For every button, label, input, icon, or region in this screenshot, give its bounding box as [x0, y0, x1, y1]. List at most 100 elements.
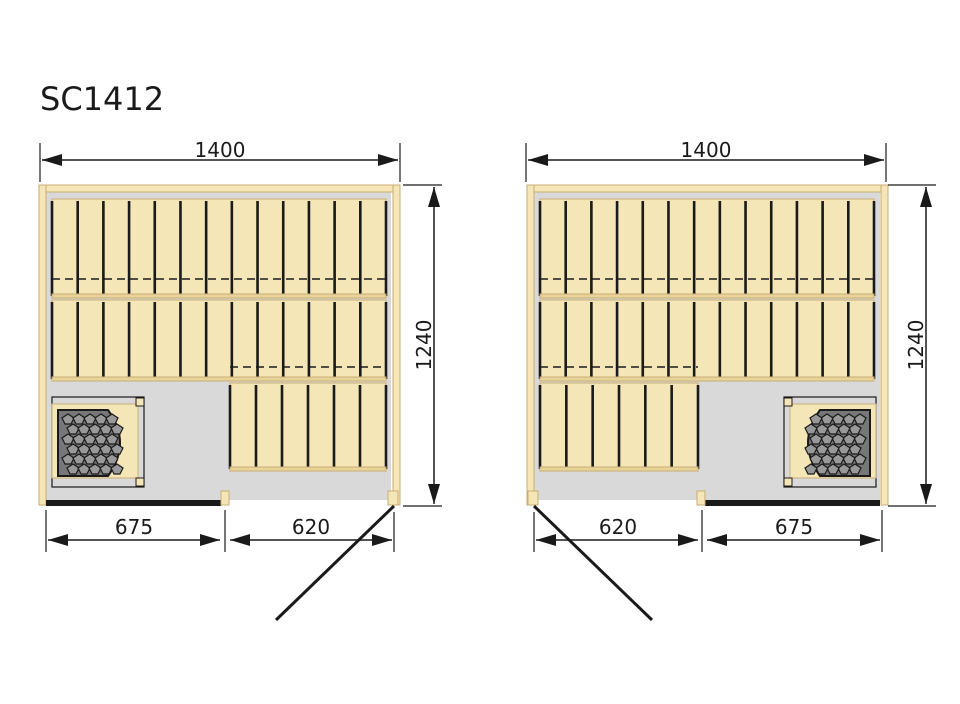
bench-slat-gap	[667, 302, 670, 379]
bench-slat-gap	[204, 201, 208, 296]
bench-slat-gap	[692, 302, 696, 379]
bench-slat-gap	[50, 201, 54, 296]
bench-slat-gap	[306, 385, 310, 469]
back-wall	[38, 184, 401, 193]
heater-stone	[72, 433, 86, 445]
bench-slat-gap	[359, 201, 362, 296]
bench-slat-gap	[281, 201, 285, 296]
door-leaf	[274, 504, 396, 622]
heater-stone	[110, 443, 124, 455]
heater-stone	[809, 433, 823, 445]
bench-slat-gap	[384, 302, 388, 379]
segment-dimension-label-left: 675	[115, 515, 153, 539]
heater-stone	[837, 443, 851, 455]
heater-stone	[848, 423, 862, 435]
segment-dimension-label-left: 620	[599, 515, 637, 539]
heater-stone	[842, 413, 856, 425]
heater-stone	[94, 433, 108, 445]
heater-stone	[72, 413, 86, 425]
side-wall-right	[880, 184, 889, 506]
heater-stone	[83, 413, 97, 425]
bench-slat-gap	[538, 302, 542, 379]
bench-slat-gap	[564, 302, 567, 379]
door-post	[527, 490, 539, 506]
heater-stone	[61, 433, 75, 445]
heater-stone	[848, 463, 862, 475]
heater-stone	[110, 463, 124, 475]
bench-slat-gap	[153, 201, 157, 296]
bench-slat-gap	[384, 385, 388, 469]
bench-slat-gap	[591, 385, 594, 469]
heater-stone	[99, 423, 113, 435]
bench-slat-gap	[744, 302, 747, 379]
back-wall	[526, 184, 889, 193]
bench-slat-gap	[281, 302, 285, 379]
heater-stone	[105, 453, 119, 465]
width-dimension-label: 1400	[195, 138, 246, 162]
front-wall	[46, 500, 221, 506]
heater-stone	[804, 423, 818, 435]
sauna-heater	[783, 396, 877, 488]
heater-stone	[820, 413, 834, 425]
plan-left: 1400 1240	[38, 138, 442, 622]
heater-stone	[99, 443, 113, 455]
heater-stone	[804, 463, 818, 475]
heater-stone	[72, 453, 86, 465]
front-wall	[705, 500, 880, 506]
heater-stone	[83, 433, 97, 445]
bench-slat-gap	[204, 302, 208, 379]
bench-slat-gap	[821, 302, 824, 379]
depth-dimension-label: 1240	[412, 320, 436, 371]
bench-slat-gap	[127, 302, 131, 379]
door-post	[387, 490, 399, 506]
bench-slat-gap	[230, 201, 234, 296]
bench-slat-gap	[641, 302, 645, 379]
bench-slat-gap	[696, 385, 700, 469]
bench-slat-gap	[769, 302, 773, 379]
heater-stone	[826, 463, 840, 475]
upper-bench	[538, 198, 876, 299]
heater-stone	[88, 423, 102, 435]
segment-dimension-label-right: 675	[775, 515, 813, 539]
heater-stone	[804, 443, 818, 455]
heater-stone	[809, 453, 823, 465]
bench-slat-gap	[332, 385, 336, 469]
heater-stone	[110, 423, 124, 435]
heater-stone	[853, 453, 867, 465]
plan-right: 1400 1240 620 675	[525, 138, 936, 622]
bench-slat-gap	[102, 201, 105, 296]
heater-stone	[831, 433, 845, 445]
heater-stone	[94, 413, 108, 425]
bench-slat-gap	[254, 385, 258, 469]
bench-slat-gap	[256, 302, 259, 379]
heater-stone	[837, 463, 851, 475]
bench-slat-gap	[228, 385, 232, 469]
heater-stone	[853, 413, 867, 425]
door-post	[220, 490, 230, 506]
heater-stone	[842, 433, 856, 445]
bench-slat-gap	[230, 302, 234, 379]
heater-stone	[815, 423, 829, 435]
heater-stone	[831, 413, 845, 425]
heater-stone	[853, 433, 867, 445]
bench-slat-gap	[256, 201, 259, 296]
bench-slat-gap	[153, 302, 157, 379]
heater-stone	[66, 443, 80, 455]
side-wall-left	[526, 184, 535, 506]
side-wall-left	[38, 184, 47, 506]
bench-slat-gap	[769, 201, 773, 296]
bench-slat-gap	[359, 302, 362, 379]
door-post	[696, 490, 706, 506]
heater-stone	[842, 453, 856, 465]
bench-slat-gap	[590, 201, 593, 296]
heater-stone	[826, 423, 840, 435]
middle-bench	[538, 299, 876, 382]
middle-bench	[50, 299, 388, 382]
heater-stone	[61, 453, 75, 465]
lower-bench	[538, 382, 700, 472]
bench-slat-gap	[102, 302, 105, 379]
bench-slat-gap	[538, 201, 542, 296]
heater-stone	[105, 413, 119, 425]
heater-stone	[820, 453, 834, 465]
